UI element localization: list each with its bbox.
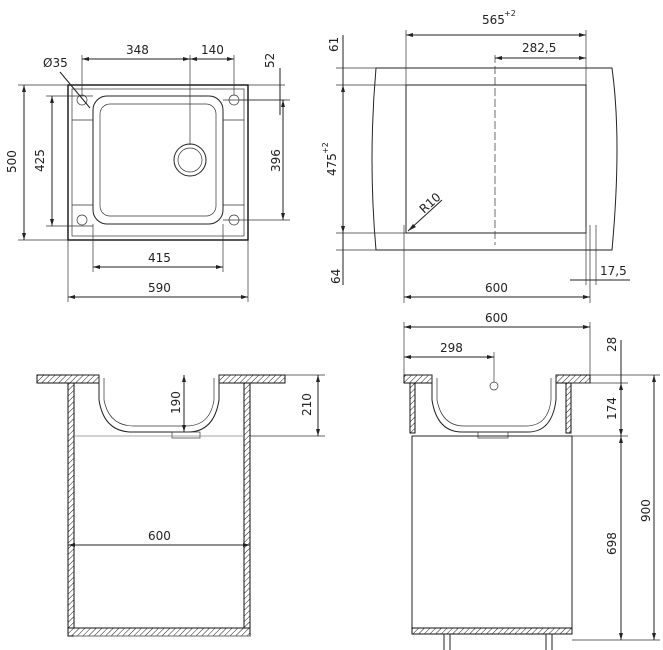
dim-190: 190 <box>169 391 183 414</box>
dim-282-5: 282,5 <box>522 41 556 55</box>
sink-bowl <box>92 95 224 225</box>
countertop-outline <box>371 67 618 251</box>
dim-900: 900 <box>639 499 653 522</box>
cabinet-right-wall <box>243 382 251 629</box>
dim-415: 415 <box>148 251 171 265</box>
hole-diameter-label: Ø35 <box>43 56 68 70</box>
dim-28: 28 <box>605 337 619 352</box>
dim-698: 698 <box>605 532 619 555</box>
dim-61: 61 <box>327 37 341 52</box>
dim-475: 475 <box>325 153 339 176</box>
radius-r10: R10 <box>417 190 444 216</box>
dim-17-5: 17,5 <box>600 264 627 278</box>
dim-174: 174 <box>605 397 619 420</box>
drain-hole <box>173 143 207 177</box>
dim-500: 500 <box>5 150 19 173</box>
cabinet-base <box>67 627 251 637</box>
side-cabinet-left-wall <box>409 382 416 434</box>
front-view: 190 210 600 <box>36 374 325 637</box>
side-countertop-left <box>403 374 433 384</box>
dim-210: 210 <box>300 393 314 416</box>
dim-590: 590 <box>148 281 171 295</box>
front-sink-profile <box>68 374 248 433</box>
cabinet-left-wall <box>67 382 75 629</box>
dim-475-tolerance: +2 <box>321 142 330 154</box>
countertop-right-section <box>218 374 286 384</box>
dim-565: 565 <box>482 13 505 27</box>
side-view: 600 298 28 174 698 900 <box>403 311 660 650</box>
dim-600-cutout: 600 <box>485 281 508 295</box>
dim-396: 396 <box>269 149 283 172</box>
tap-hole-left <box>76 94 88 106</box>
dim-52: 52 <box>263 53 277 68</box>
dim-64: 64 <box>329 269 343 284</box>
dim-298: 298 <box>440 341 463 355</box>
dim-565-tolerance: +2 <box>504 9 516 18</box>
sink-bowl-inner <box>99 103 217 217</box>
dim-348: 348 <box>126 43 149 57</box>
side-cabinet-box <box>411 435 573 629</box>
sink-inner-rim <box>71 88 245 237</box>
side-cabinet-right-wall <box>565 382 572 434</box>
cutout-view: 565 +2 282,5 61 475 +2 R10 64 600 <box>321 9 630 303</box>
dim-425: 425 <box>33 149 47 172</box>
dim-140: 140 <box>201 43 224 57</box>
dim-600-side: 600 <box>485 311 508 325</box>
sink-outline <box>67 84 249 241</box>
side-countertop-right <box>555 374 591 384</box>
overflow-hole <box>489 381 499 391</box>
cutout-opening <box>405 84 587 234</box>
dim-600-front: 600 <box>148 529 171 543</box>
side-cabinet-base <box>411 627 573 635</box>
side-sink-profile <box>416 374 572 433</box>
countertop-left-section <box>36 374 100 384</box>
top-view: Ø35 348 140 52 500 425 <box>5 43 290 302</box>
